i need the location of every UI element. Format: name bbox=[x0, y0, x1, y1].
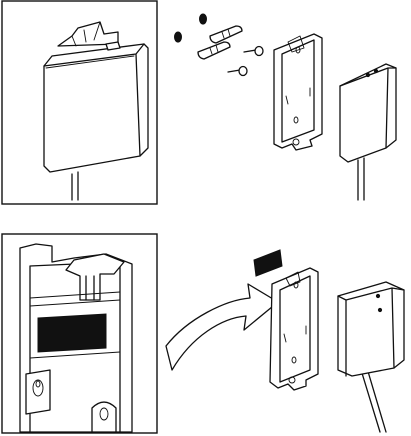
adhesive-pad bbox=[254, 250, 282, 276]
bracket-adhesive-detail bbox=[20, 244, 132, 432]
sensor-mounted-detail bbox=[44, 22, 148, 200]
screw-upper bbox=[244, 47, 263, 56]
wall-plug-lower bbox=[198, 42, 230, 59]
wall-plug-upper bbox=[210, 26, 242, 43]
screw-lower bbox=[228, 67, 247, 76]
sensor-top bbox=[340, 64, 396, 200]
direction-arrow bbox=[166, 284, 278, 370]
adhesive-pad-detail bbox=[38, 314, 106, 352]
mounting-bracket-bottom bbox=[270, 268, 318, 390]
mounting-bracket-top bbox=[274, 34, 322, 150]
wall-plug-holes bbox=[175, 14, 207, 42]
sensor-bottom bbox=[338, 282, 404, 432]
